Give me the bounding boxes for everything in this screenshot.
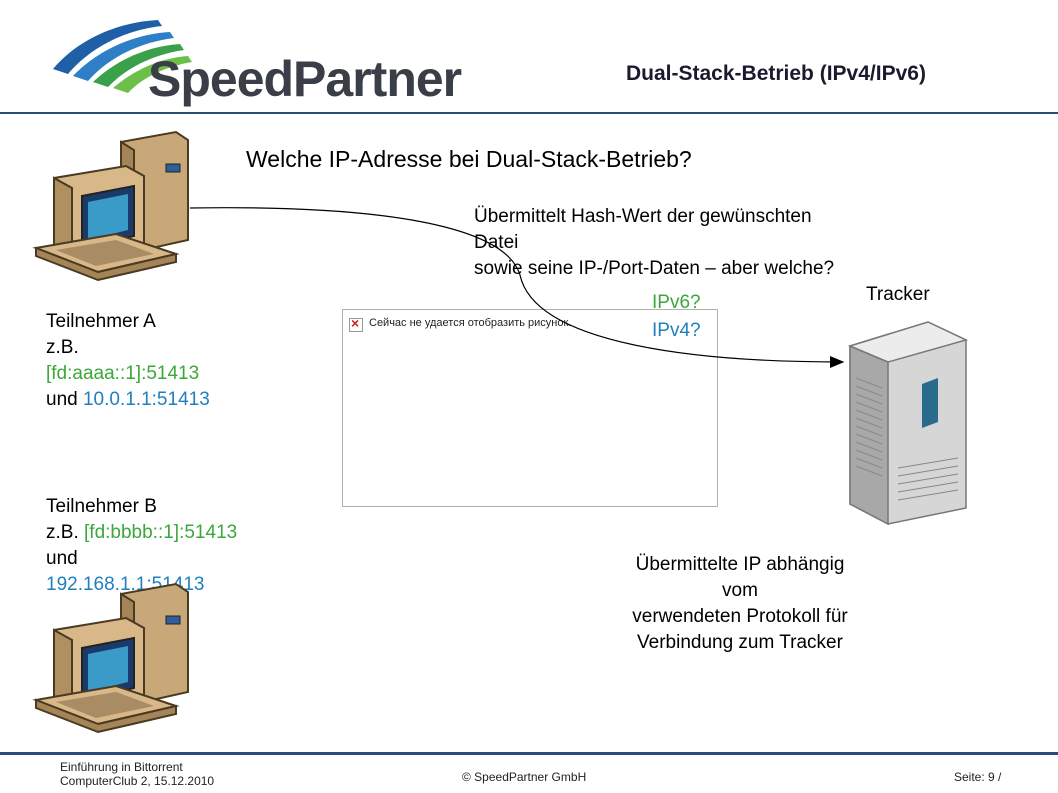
ipv4-label: IPv4? — [652, 320, 701, 341]
slide-title: Dual-Stack-Betrieb (IPv4/IPv6) — [626, 62, 926, 85]
tracker-label: Tracker — [866, 284, 930, 305]
footer-left: Einführung in Bittorrent ComputerClub 2,… — [60, 760, 214, 788]
participant-a-example: z.B. — [46, 337, 79, 358]
participant-b-and: und — [46, 548, 78, 569]
computer-a-icon — [32, 130, 189, 282]
broken-image-placeholder: Сейчас не удается отобразить рисунок. — [342, 309, 718, 507]
logo-swoosh-icon — [53, 20, 192, 93]
participant-b-example: z.B. — [46, 522, 79, 543]
participant-b-ipv6: [fd:bbbb::1]:51413 — [84, 522, 238, 543]
footer-copyright: © SpeedPartner GmbH — [462, 770, 587, 784]
annotation-line-2: Datei — [474, 232, 519, 253]
participant-a-and: und — [46, 389, 78, 410]
broken-image-text: Сейчас не удается отобразить рисунок. — [369, 317, 572, 329]
footer-page-number: Seite: 9 / — [954, 770, 1002, 784]
footer-divider — [0, 752, 1058, 755]
explanation-line-1: Übermittelte IP abhängig — [635, 554, 845, 575]
participant-b-name: Teilnehmer B — [46, 496, 157, 517]
participant-a-ipv6: [fd:aaaa::1]:51413 — [46, 363, 200, 384]
ipv6-label: IPv6? — [652, 292, 701, 313]
tracker-server-icon — [847, 321, 969, 526]
footer-course: Einführung in Bittorrent — [60, 760, 183, 774]
slide-question: Welche IP-Adresse bei Dual-Stack-Betrieb… — [246, 146, 692, 172]
annotation-text: Übermittelt Hash-Wert der gewünschten Da… — [474, 204, 834, 282]
explanation-text: Übermittelte IP abhängig vom verwendeten… — [580, 552, 900, 656]
broken-image-icon — [349, 315, 363, 332]
participant-a-name: Teilnehmer A — [46, 311, 156, 332]
explanation-line-4: Verbindung zum Tracker — [637, 632, 843, 653]
explanation-line-2: vom — [722, 580, 758, 601]
footer-event: ComputerClub 2, 15.12.2010 — [60, 774, 215, 788]
logo-text: SpeedPartner — [148, 51, 462, 107]
header-divider — [0, 112, 1058, 114]
annotation-line-3: sowie seine IP-/Port-Daten – aber welche… — [474, 258, 835, 279]
explanation-line-3: verwendeten Protokoll für — [632, 606, 848, 627]
computer-b-icon — [32, 582, 189, 734]
annotation-line-1: Übermittelt Hash-Wert der gewünschten — [474, 206, 812, 227]
participant-a-ipv4: 10.0.1.1:51413 — [82, 389, 210, 410]
participant-b-info: Teilnehmer B z.B. [fd:bbbb::1]:51413 und… — [46, 494, 237, 598]
participant-a-info: Teilnehmer A z.B. [fd:aaaa::1]:51413 und… — [46, 309, 210, 413]
